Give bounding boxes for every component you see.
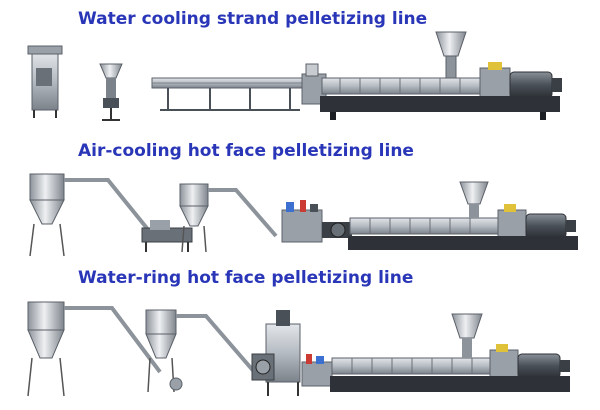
cyclone-icon bbox=[179, 183, 209, 253]
motor-icon bbox=[509, 71, 562, 99]
extruder-icon bbox=[321, 31, 511, 99]
air-duct bbox=[208, 188, 278, 238]
hot-face-die-icon bbox=[322, 222, 352, 238]
extruder-base bbox=[320, 96, 560, 112]
hopper-icon bbox=[99, 63, 123, 121]
cyclone-icon bbox=[27, 301, 65, 397]
extruder-icon bbox=[331, 313, 519, 379]
air-duct bbox=[64, 178, 152, 234]
title-water-ring-line: Water-ring hot face pelletizing line bbox=[78, 268, 414, 288]
extruder-icon bbox=[349, 181, 527, 239]
air-duct bbox=[176, 314, 258, 376]
title-water-cooling-line: Water cooling strand pelletizing line bbox=[78, 9, 428, 29]
control-cabinet-icon bbox=[301, 354, 333, 387]
control-cabinet-icon bbox=[281, 200, 323, 243]
cyclone-icon bbox=[145, 309, 183, 393]
motor-icon bbox=[517, 353, 570, 379]
pelletizer-icon bbox=[251, 310, 301, 396]
extruder-base bbox=[330, 376, 570, 392]
water-ring-line-illustration bbox=[27, 301, 570, 397]
dryer-machine-icon bbox=[27, 45, 63, 118]
cyclone-icon bbox=[29, 173, 65, 257]
pelletizer-icon bbox=[141, 220, 193, 252]
water-cooling-line-illustration bbox=[27, 31, 562, 121]
extruder-base bbox=[348, 236, 578, 250]
air-duct bbox=[64, 306, 162, 374]
water-tank-icon bbox=[151, 77, 303, 111]
motor-icon bbox=[525, 213, 576, 239]
air-cooling-line-illustration bbox=[29, 173, 578, 257]
title-air-cooling-line: Air-cooling hot face pelletizing line bbox=[78, 141, 414, 161]
